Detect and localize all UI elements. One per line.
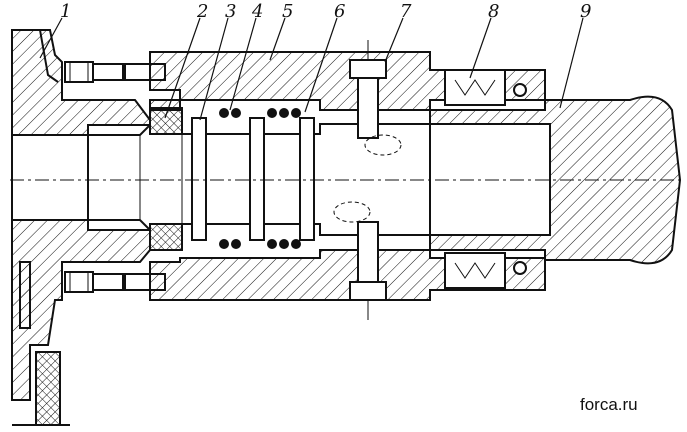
upper-left-bolt (64, 61, 166, 83)
part-label-4: 4 (251, 1, 263, 22)
gasket-ring (149, 107, 183, 251)
piston-rings (191, 117, 315, 241)
leader-lines (39, 17, 584, 121)
lower-left-bolt (64, 271, 166, 293)
watermark-text: forca.ru (580, 395, 638, 414)
bearing-assembly (444, 69, 527, 289)
part-label-8: 8 (488, 1, 499, 22)
part-label-7: 7 (400, 1, 412, 22)
part-label-6: 6 (334, 1, 345, 22)
o-rings (219, 108, 301, 249)
part-label-9: 9 (580, 1, 591, 22)
set-screws (333, 40, 402, 320)
part-label-1: 1 (60, 1, 71, 22)
part-label-5: 5 (282, 1, 293, 22)
housing-body (11, 29, 151, 426)
part-label-2: 2 (196, 1, 208, 22)
part-label-3: 3 (225, 1, 236, 22)
